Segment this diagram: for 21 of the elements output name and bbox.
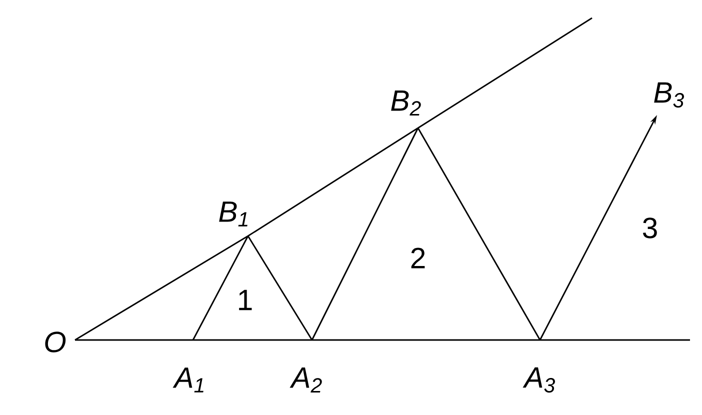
region-number: 1 (239, 290, 252, 310)
point-label: A$_{3}$ (522, 367, 555, 393)
line-segment (74, 235, 248, 341)
line-segment (192, 236, 249, 340)
point-label: B$_{2}$ (391, 90, 421, 116)
point-label: A$_{2}$ (290, 368, 322, 392)
region-number: 2 (411, 248, 425, 268)
line-segment (193, 339, 312, 341)
point-label: B$_{1}$ (219, 202, 248, 226)
point-label: A$_{1}$ (172, 368, 204, 392)
line-segment (418, 17, 592, 129)
point-label: O (45, 332, 66, 352)
line-segment (75, 339, 193, 341)
line-segment (312, 339, 540, 341)
line-segment (540, 339, 690, 341)
line-segment (417, 128, 541, 340)
line-segment (247, 236, 313, 340)
region-number: 3 (642, 218, 657, 238)
line-segment (311, 128, 419, 340)
point-label: B$_{3}$ (654, 82, 684, 108)
line-segment (248, 127, 418, 237)
